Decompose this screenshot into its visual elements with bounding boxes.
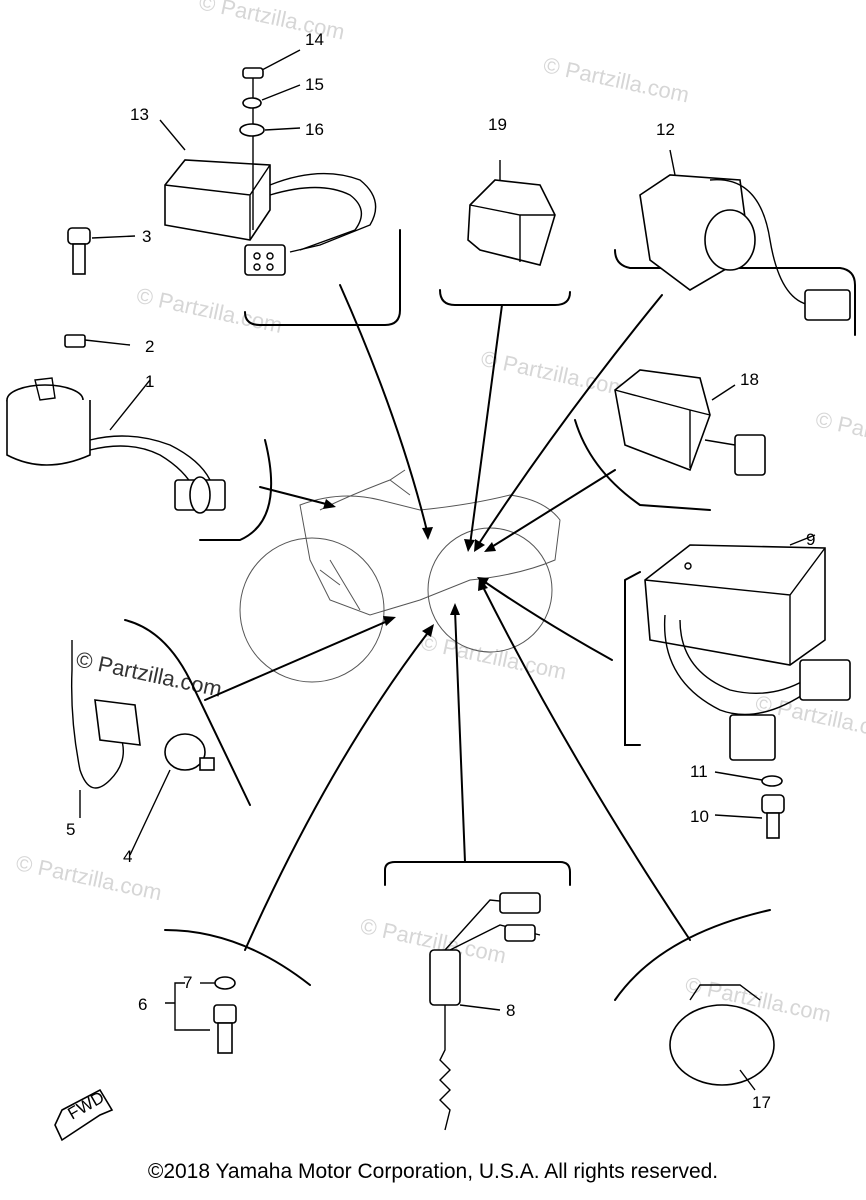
watermark: © Partzilla.com <box>479 346 629 401</box>
callout-16: 16 <box>305 120 324 139</box>
group-brackets <box>124 229 856 1001</box>
callout-11: 11 <box>690 762 708 781</box>
part-8-sensor <box>429 892 541 1131</box>
callout-numbers: 1 2 3 4 5 6 7 8 9 10 11 12 13 14 15 16 1… <box>66 30 815 1112</box>
part-18-flasher <box>614 369 766 476</box>
part-13-unit <box>159 49 377 276</box>
callout-7: 7 <box>183 973 192 992</box>
callout-2-visible: 2 <box>145 337 154 356</box>
watermark: © Partzilla.com <box>814 407 866 462</box>
part-9-cdi-unit <box>644 534 851 761</box>
copyright-notice: ©2018 Yamaha Motor Corporation, U.S.A. A… <box>147 1160 719 1183</box>
callout-13: 13 <box>130 105 149 124</box>
callout-4: 4 <box>123 847 132 866</box>
callout-19: 19 <box>488 115 507 134</box>
callout-1-visible: 1 <box>145 372 154 391</box>
callout-15: 15 <box>305 75 324 94</box>
part-12-component <box>639 149 851 321</box>
part-10-11-bolt-washer <box>714 771 785 839</box>
callout-8: 8 <box>506 1001 515 1020</box>
part-4-5-switch <box>70 640 215 856</box>
watermarks: © Partzilla.com © Partzilla.com © Partzi… <box>14 0 866 1027</box>
part-6-7-switch <box>165 976 237 1054</box>
callout-17: 17 <box>752 1093 771 1112</box>
part-1-main-switch <box>6 334 226 514</box>
watermark: © Partzilla.com <box>419 629 569 684</box>
callout-9: 9 <box>806 530 815 549</box>
fwd-arrow: FWD <box>54 1088 114 1142</box>
watermark: © Partzilla.com <box>541 52 691 107</box>
callout-10: 10 <box>690 807 709 826</box>
part-17-relay <box>669 984 775 1091</box>
leader-lines <box>204 284 691 951</box>
callout-18: 18 <box>740 370 759 389</box>
watermark: © Partzilla.com <box>74 646 224 701</box>
watermark: © Partzilla.com <box>134 283 284 338</box>
callout-12: 12 <box>656 120 675 139</box>
callout-6: 6 <box>138 995 147 1014</box>
watermark: © Partzilla.com <box>197 0 347 45</box>
part-3-screw <box>67 227 136 275</box>
callout-5: 5 <box>66 820 75 839</box>
callout-14: 14 <box>305 30 324 49</box>
watermark: © Partzilla.com <box>14 850 164 905</box>
callout-3: 3 <box>142 227 151 246</box>
part-19-relay <box>467 160 556 266</box>
